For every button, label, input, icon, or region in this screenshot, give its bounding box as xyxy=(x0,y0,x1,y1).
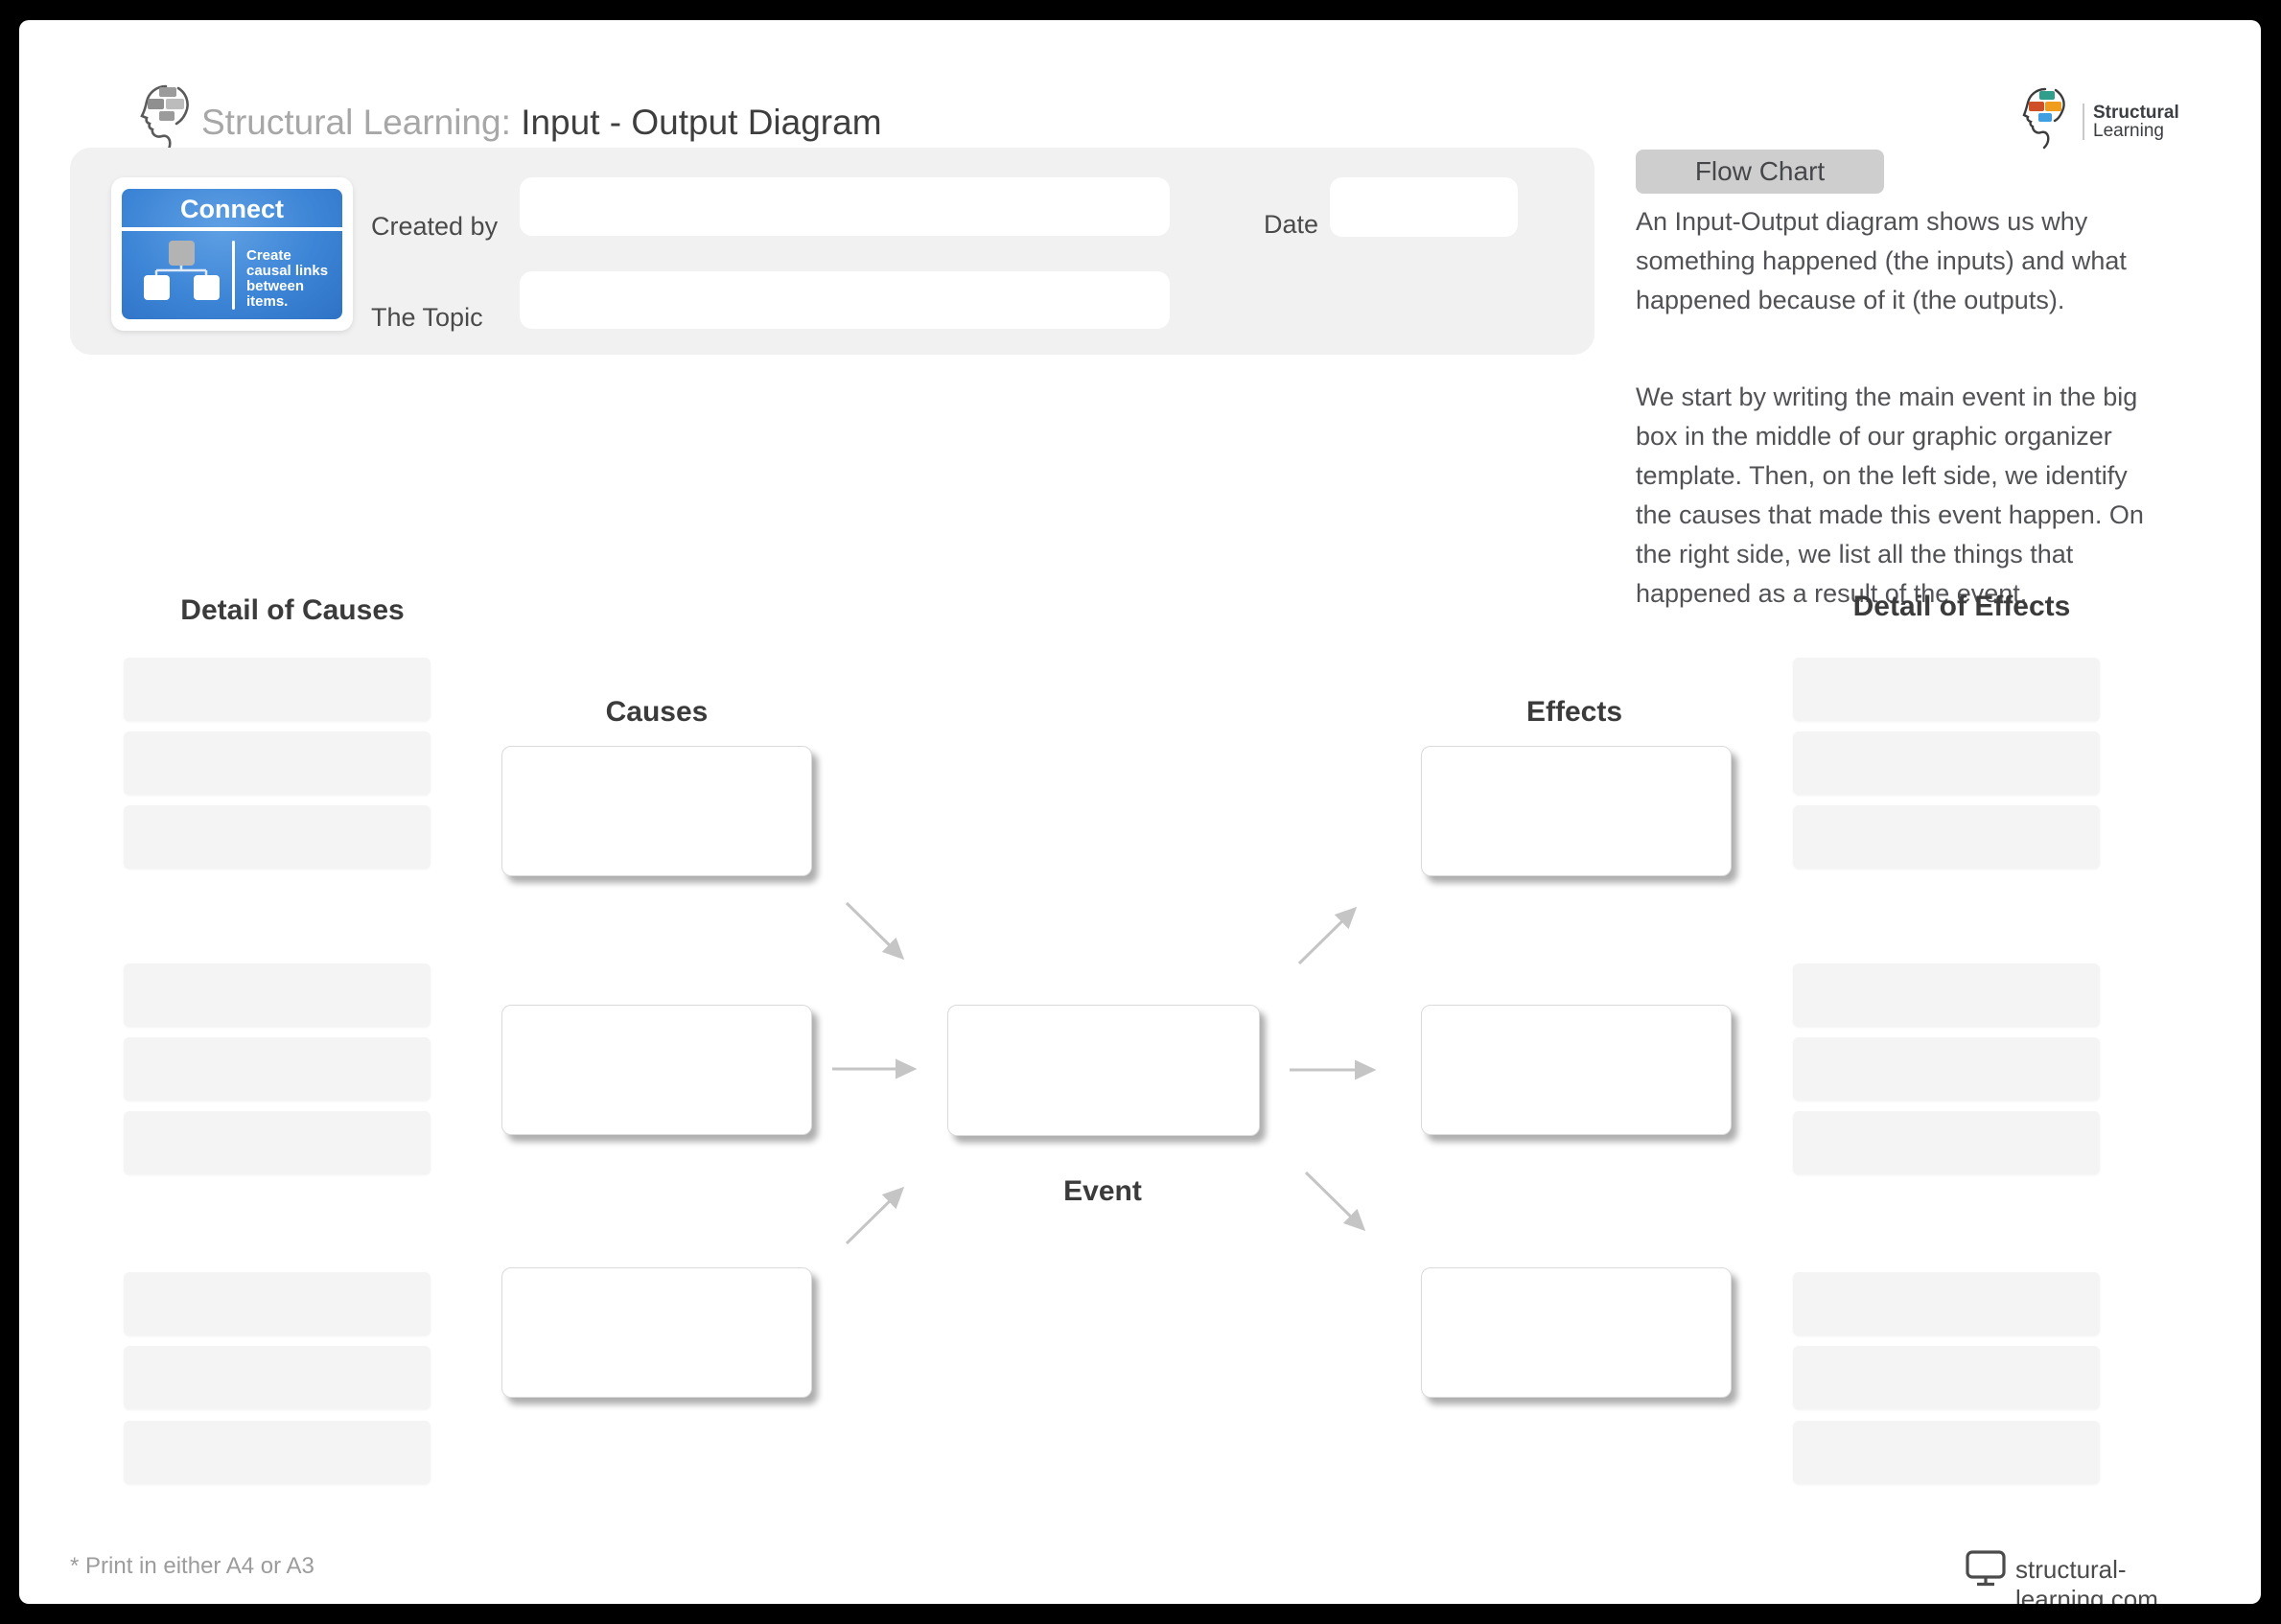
effect-detail-line[interactable] xyxy=(1793,731,2100,795)
cause-detail-line[interactable] xyxy=(124,658,431,721)
date-label: Date xyxy=(1264,210,1319,239)
effect-detail-line[interactable] xyxy=(1793,1346,2100,1409)
arrow-cause1-to-event xyxy=(845,901,905,961)
effect-detail-line[interactable] xyxy=(1793,658,2100,721)
effect-detail-line[interactable] xyxy=(1793,963,2100,1027)
logo-block-orange xyxy=(2045,102,2061,111)
intro-paragraph: An Input-Output diagram shows us why som… xyxy=(1636,207,2127,314)
effect-detail-line[interactable] xyxy=(1793,1111,2100,1174)
arrow-event-to-effect1 xyxy=(1297,906,1358,965)
effect-detail-line[interactable] xyxy=(1793,1272,2100,1335)
event-box[interactable] xyxy=(947,1005,1260,1136)
structural-learning-logo-icon xyxy=(2022,87,2065,150)
cause-detail-line[interactable] xyxy=(124,805,431,869)
topic-input[interactable] xyxy=(520,271,1170,329)
effect-box-2[interactable] xyxy=(1421,1005,1732,1135)
logo-block-teal xyxy=(2039,91,2055,100)
document-title: Input - Output Diagram xyxy=(521,103,882,142)
created-by-label: Created by xyxy=(371,212,499,241)
cause-detail-line[interactable] xyxy=(124,1037,431,1101)
cause-box-1[interactable] xyxy=(501,746,812,876)
cause-box-3[interactable] xyxy=(501,1267,812,1398)
logo-line1: Structural xyxy=(2093,103,2179,123)
detail-of-effects-heading: Detail of Effects xyxy=(1852,591,2071,622)
cause-detail-line[interactable] xyxy=(124,1272,431,1335)
cause-detail-line[interactable] xyxy=(124,1346,431,1409)
page-title: Structural Learning: Input - Output Diag… xyxy=(201,103,882,143)
cause-box-2[interactable] xyxy=(501,1005,812,1135)
causal-links-icon xyxy=(144,241,220,300)
cause-detail-line[interactable] xyxy=(124,731,431,795)
effect-box-3[interactable] xyxy=(1421,1267,1732,1398)
effect-box-1[interactable] xyxy=(1421,746,1732,876)
cause-detail-line[interactable] xyxy=(124,963,431,1027)
date-input[interactable] xyxy=(1330,177,1518,237)
logo-wordmark: Structural Learning xyxy=(2083,104,2179,140)
topic-label: The Topic xyxy=(371,303,483,332)
instructions-paragraph: We start by writing the main event in th… xyxy=(1636,383,2144,608)
arrow-event-to-effect3 xyxy=(1304,1171,1366,1232)
flow-chart-button[interactable]: Flow Chart xyxy=(1636,150,1884,194)
effect-detail-line[interactable] xyxy=(1793,1037,2100,1101)
connect-badge-caption: Create causal links between items. xyxy=(246,247,329,310)
print-note: * Print in either A4 or A3 xyxy=(70,1553,314,1579)
logo-block-red xyxy=(2029,102,2044,111)
connect-badge-vertical-rule xyxy=(232,241,235,310)
worksheet-page: Structural Learning: Input - Output Diag… xyxy=(19,20,2261,1604)
logo-line2: Learning xyxy=(2093,121,2164,141)
effects-heading: Effects xyxy=(1525,696,1623,728)
cause-detail-line[interactable] xyxy=(124,1111,431,1174)
effect-detail-line[interactable] xyxy=(1793,805,2100,869)
brand-prefix: Structural Learning: xyxy=(201,103,511,142)
connect-badge-divider xyxy=(122,227,342,231)
website-link[interactable]: structural-learning.com xyxy=(2015,1555,2158,1604)
brain-head-icon xyxy=(140,84,189,156)
causes-heading: Causes xyxy=(605,696,709,728)
event-heading: Event xyxy=(1063,1175,1142,1207)
created-by-input[interactable] xyxy=(520,177,1170,236)
effect-detail-line[interactable] xyxy=(1793,1421,2100,1484)
connect-badge-title: Connect xyxy=(180,195,284,223)
detail-of-causes-heading: Detail of Causes xyxy=(180,594,405,626)
cause-detail-line[interactable] xyxy=(124,1421,431,1484)
arrow-cause3-to-event xyxy=(845,1186,905,1245)
monitor-icon xyxy=(1966,1550,2006,1587)
logo-block-blue xyxy=(2038,113,2052,122)
